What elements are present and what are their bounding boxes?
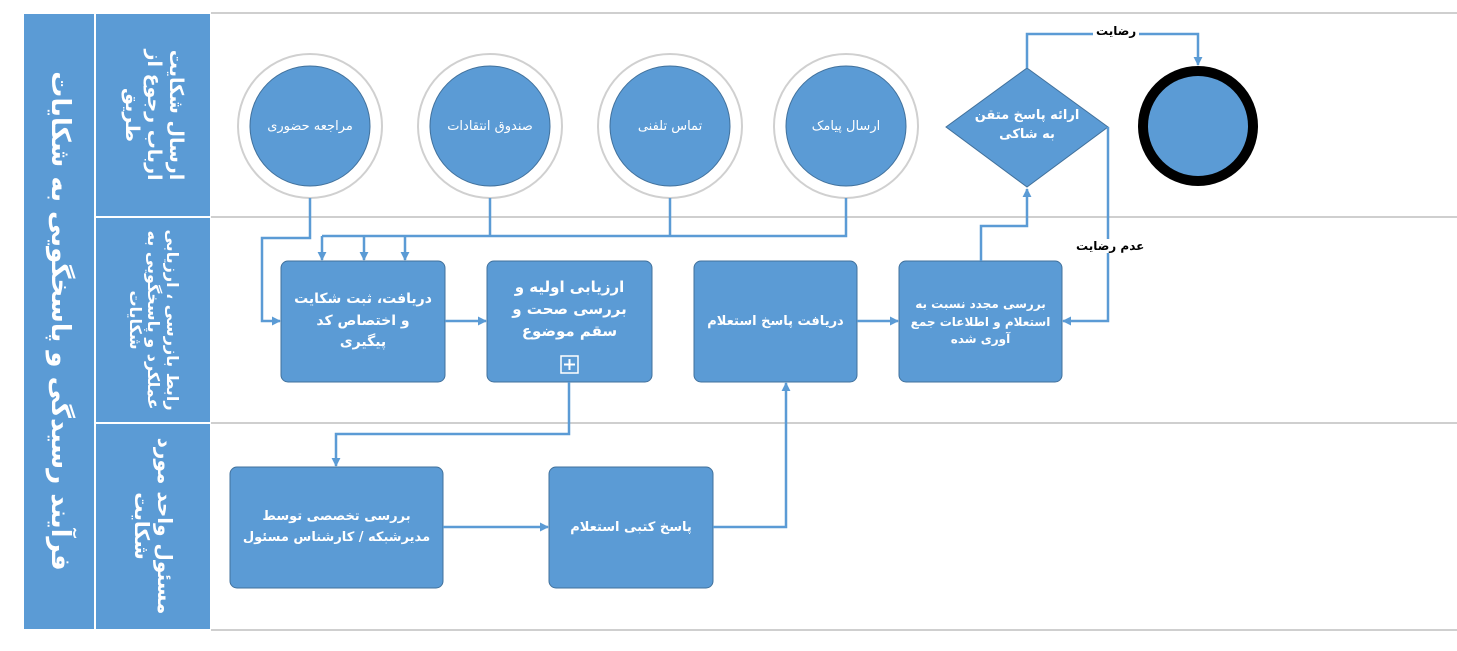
- task-initial-evaluation-line-2: بررسی صحت و: [512, 300, 627, 319]
- lane-1-title-line-1: ارسال شکایت: [164, 49, 187, 181]
- lane-2-title-line-3: شکایات: [125, 290, 145, 350]
- event-complaint-box-label: صندوق انتقادات: [447, 118, 533, 134]
- task-review-again-label: بررسی مجدد نسبت به استعلام و اطلاعات جمع…: [902, 270, 1059, 375]
- lane-2-header: [94, 216, 212, 424]
- pool-header: [22, 12, 96, 631]
- flow-not-satisfied: [1062, 127, 1110, 326]
- event-in-person-label: مراجعه حضوری: [267, 118, 353, 134]
- lane-1-title-line-3: طریق: [121, 88, 144, 142]
- lane-2-title-line-2: عملکرد و پاسخگویی به: [144, 230, 164, 410]
- task-receive-register-label: دریافت، ثبت شکایت و اختصاص کد پیگیری: [284, 268, 442, 375]
- task-initial-evaluation-line-3: سقم موضوع: [521, 321, 618, 340]
- task-initial-evaluation-label: ارزیابی اولیه و بررسی صحت و سقم موضوع: [490, 264, 649, 356]
- lane-3-title-line-1: مسئول واحد مورد: [153, 437, 177, 615]
- task-expert-review-line-2: مدیرشبکه / کارشناس مسئول: [242, 529, 431, 545]
- lane-2-title-line-1: رابط بازرسی ، ارزیابی: [162, 229, 182, 411]
- flow-line-collector: [322, 198, 848, 238]
- subprocess-plus-icon: [560, 355, 579, 374]
- event-phone-call-label: تماس تلفنی: [637, 118, 703, 134]
- end-event[interactable]: [1138, 66, 1258, 186]
- edge-label-not-satisfied: عدم رضایت: [1073, 239, 1148, 253]
- lane-1-header: [94, 12, 212, 218]
- decision-gateway-label: ارائه پاسخ متقن به شاکی: [962, 102, 1092, 150]
- event-in-person[interactable]: [237, 53, 383, 199]
- lane-1-title: ارسال شکایت ارباب رجوع از طریق: [97, 15, 209, 215]
- lane-2-title: رابط بازرسی ، ارزیابی عملکرد و پاسخگویی …: [97, 219, 209, 421]
- task-review-again-line-2: استعلام و اطلاعات جمع: [910, 314, 1051, 329]
- task-receive-register-line-3: پیگیری: [339, 334, 387, 351]
- flow-reply-inquiry: [713, 382, 791, 529]
- edge-label-satisfied: رضایت: [1093, 24, 1140, 38]
- task-receive-register-line-2: و اختصاص کد: [316, 312, 410, 329]
- pool-title: فرآیند رسیدگی و پاسخگویی به شکایات: [29, 16, 89, 626]
- lane-3-title-line-2: شکایت: [130, 492, 154, 560]
- task-written-reply-label: پاسخ کتبی استعلام: [552, 474, 710, 581]
- flow-review-gateway: [979, 188, 1032, 261]
- lane-3-header: [94, 422, 212, 631]
- flow-in-person: [260, 198, 312, 326]
- task-expert-review-line-1: بررسی تخصصی توسط: [262, 509, 411, 525]
- lane-3-title: مسئول واحد مورد شکایت: [97, 425, 209, 627]
- task-receive-inquiry-label: دریافت پاسخ استعلام: [697, 268, 854, 375]
- flow-task2-expert: [331, 382, 571, 467]
- lane-1-title-line-2: ارباب رجوع از: [142, 49, 165, 181]
- task-receive-register-line-1: دریافت، ثبت شکایت: [294, 290, 432, 307]
- task-receive-inquiry-line-1: دریافت پاسخ استعلام: [707, 314, 844, 329]
- decision-gateway-line-1: ارائه پاسخ متقن: [974, 108, 1080, 124]
- decision-gateway[interactable]: [945, 67, 1109, 188]
- event-phone-call[interactable]: [597, 53, 743, 199]
- flow-satisfied: [1025, 32, 1203, 68]
- event-sms-label: ارسال پیامک: [811, 118, 881, 134]
- task-initial-evaluation-line-1: ارزیابی اولیه و: [514, 278, 625, 297]
- task-written-reply-line-1: پاسخ کتبی استعلام: [570, 520, 692, 535]
- event-sms[interactable]: [773, 53, 919, 199]
- pool-title-text: فرآیند رسیدگی و پاسخگویی به شکایات: [44, 71, 75, 571]
- task-expert-review-label: بررسی تخصصی توسط مدیرشبکه / کارشناس مسئو…: [233, 474, 440, 581]
- decision-gateway-line-2: به شاکی: [999, 127, 1055, 142]
- task-review-again-line-1: بررسی مجدد نسبت به: [915, 297, 1046, 312]
- task-review-again-line-3: آوری شده: [950, 332, 1011, 347]
